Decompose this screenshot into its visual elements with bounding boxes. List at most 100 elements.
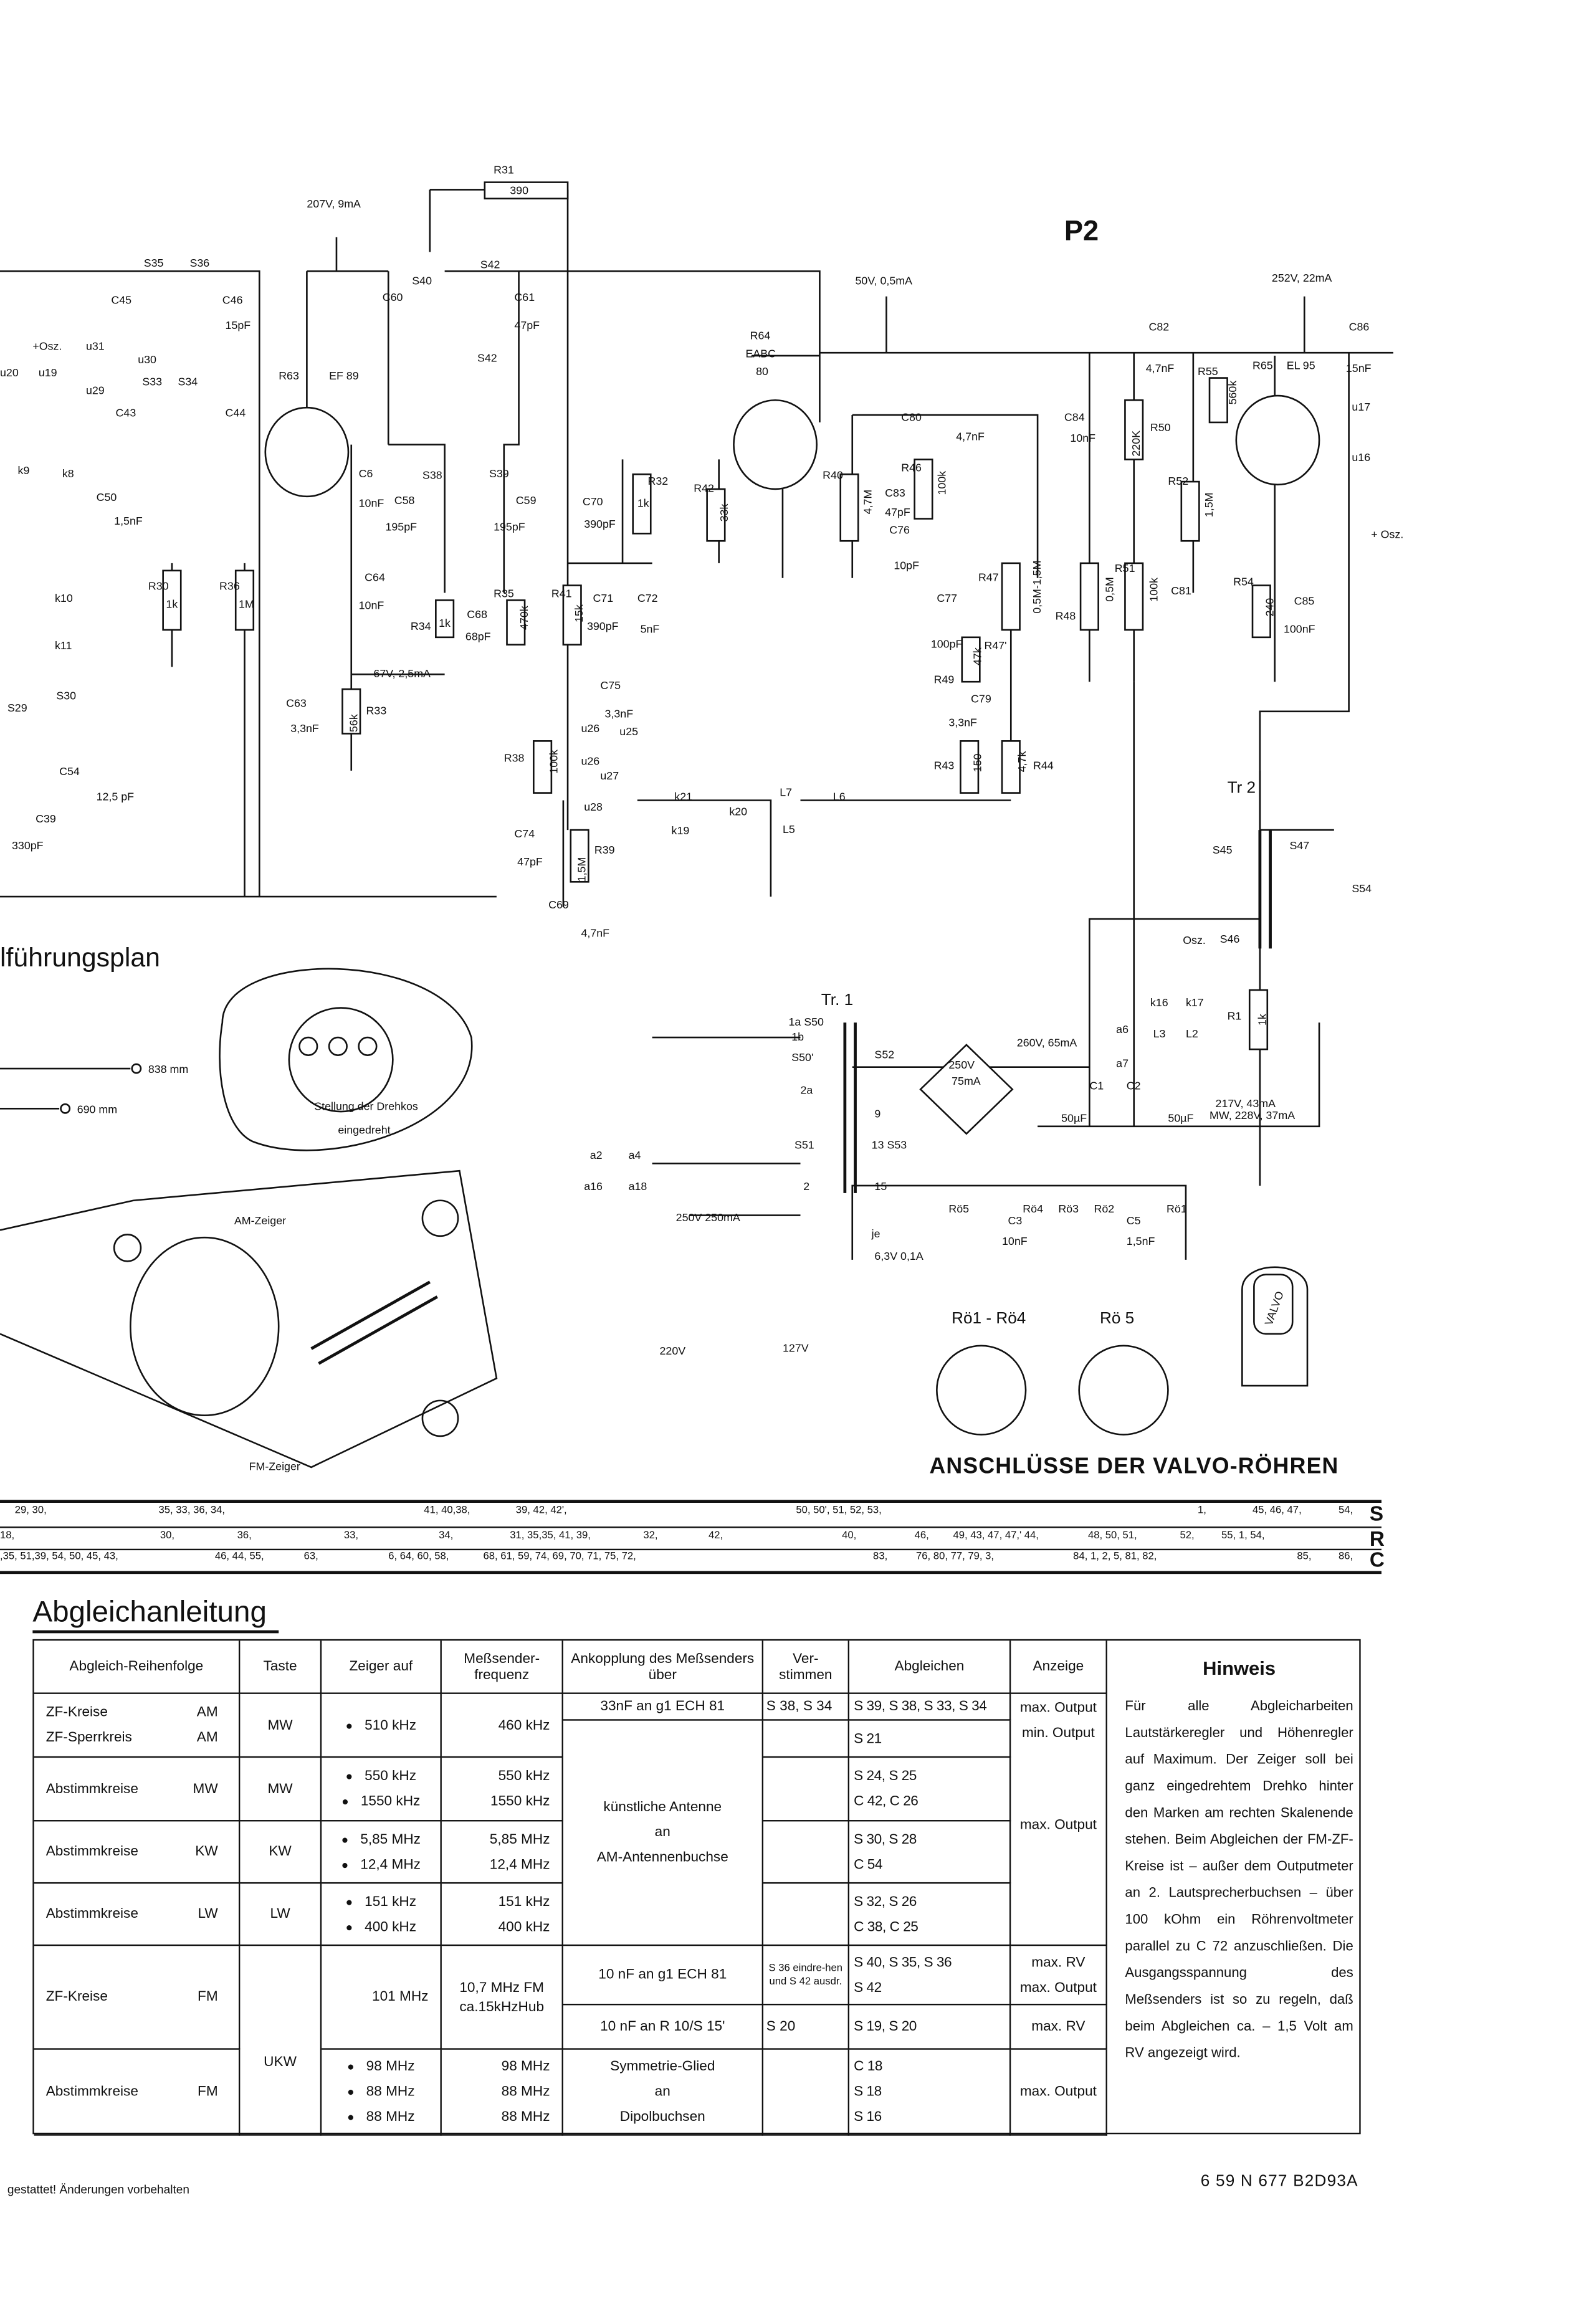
svg-text:2: 2 [803,1180,809,1193]
components [0,181,1320,1469]
cell-taste: MW [240,1758,322,1822]
svg-text:250V: 250V [948,1059,975,1071]
svg-text:Osz.: Osz. [1183,934,1206,946]
svg-text:C71: C71 [593,592,613,604]
svg-text:50µF: 50µF [1061,1112,1087,1125]
svg-text:C44: C44 [226,406,246,419]
svg-text:C68: C68 [467,608,487,621]
svg-text:u17: u17 [1352,401,1370,413]
svg-text:u29: u29 [86,384,105,397]
svg-text:4,7M: 4,7M [862,490,874,515]
svg-text:C6: C6 [359,467,373,480]
svg-text:C82: C82 [1148,320,1169,333]
svg-text:L5: L5 [783,823,795,836]
svg-text:a6: a6 [1116,1023,1129,1036]
svg-text:a2: a2 [590,1149,603,1161]
svg-text:R31: R31 [494,163,514,176]
svg-text:k9: k9 [18,464,30,477]
svg-text:1k: 1k [166,598,178,610]
cell-verstimmen: S 36 eindre-hen und S 42 ausdr. [763,1946,849,2006]
svg-text:1k: 1k [1256,1014,1268,1026]
svg-text:C59: C59 [516,494,537,507]
svg-text:4,7nF: 4,7nF [956,430,985,442]
svg-text:47k: 47k [971,647,984,665]
cell-verstimmen [763,1758,849,1822]
svg-text:C72: C72 [637,592,658,604]
svg-text:S50': S50' [791,1051,813,1064]
svg-text:S47: S47 [1289,839,1309,852]
svg-text:10pF: 10pF [894,559,919,571]
svg-text:R40: R40 [823,469,843,481]
svg-text:R63: R63 [279,369,299,382]
svg-text:47pF: 47pF [885,506,910,518]
col-header: Abgleichen [849,1641,1011,1694]
circuit-diagram: R31 390 207V, 9mA P2 50V, 0,5mA 252V, 22… [0,163,1403,1478]
svg-text:560k: 560k [1226,381,1239,405]
svg-text:690 mm: 690 mm [77,1103,117,1115]
svg-text:220V: 220V [660,1345,686,1357]
svg-text:R33: R33 [366,705,387,717]
cell-verstimmen [763,1883,849,1946]
svg-text:k21: k21 [674,790,692,802]
footer-note: gestattet! Änderungen vorbehalten [7,2183,189,2197]
col-header: Taste [240,1641,322,1694]
svg-text:S52: S52 [874,1048,894,1060]
svg-text:S54: S54 [1352,882,1372,895]
svg-text:L6: L6 [833,790,846,802]
svg-text:100pF: 100pF [931,637,963,650]
svg-text:10nF: 10nF [1002,1235,1028,1247]
svg-text:EL 95: EL 95 [1287,359,1315,371]
cell-verstimmen [763,1720,849,1758]
svg-text:R64: R64 [750,330,771,342]
cell-abgleichen: S 21 [849,1720,1011,1758]
svg-text:a7: a7 [1116,1057,1129,1070]
svg-text:Tr 2: Tr 2 [1228,778,1256,797]
svg-text:838 mm: 838 mm [148,1063,188,1075]
svg-text:1k: 1k [439,617,451,629]
svg-text:C1: C1 [1089,1079,1104,1092]
cell-anzeige: max. RV [1011,2005,1107,2050]
reference-row-s: 29, 30, 35, 33, 36, 34, 41, 40,38, 39, 4… [14,1501,1384,1525]
svg-text:15nF: 15nF [1346,362,1372,374]
svg-text:a16: a16 [584,1180,603,1193]
svg-text:127V: 127V [783,1341,809,1354]
col-header: Meßsender-frequenz [441,1641,563,1694]
svg-text:220K: 220K [1130,431,1142,457]
svg-text:L7: L7 [780,786,792,798]
svg-text:R30: R30 [148,580,169,593]
svg-text:S36: S36 [189,257,209,269]
cell-anzeige: max. Output [1011,2049,1107,2136]
svg-text:217V, 43mA: 217V, 43mA [1216,1097,1276,1110]
cell-taste: LW [240,1883,322,1946]
svg-text:1,5M: 1,5M [1203,493,1215,518]
svg-text:390pF: 390pF [587,620,619,632]
svg-text:Rö 5: Rö 5 [1100,1308,1134,1327]
svg-text:R38: R38 [504,752,525,764]
svg-text:C64: C64 [365,571,385,583]
document-code: 6 59 N 677 B2D93A [1200,2173,1358,2191]
svg-text:C50: C50 [97,491,117,503]
svg-text:15pF: 15pF [226,319,251,331]
component-labels: R31 390 207V, 9mA P2 50V, 0,5mA 252V, 22… [0,163,1403,1478]
svg-text:1,5nF: 1,5nF [1127,1235,1155,1247]
svg-text:1b: 1b [791,1031,804,1043]
svg-text:u31: u31 [86,340,105,352]
svg-text:+Osz.: +Osz. [32,340,62,352]
svg-text:L2: L2 [1186,1027,1198,1040]
svg-text:R35: R35 [494,588,514,600]
cell-abgleichen: S 39, S 38, S 33, S 34 [849,1693,1011,1721]
svg-text:Rö5: Rö5 [948,1202,969,1215]
reference-row-r: 18, 30, 36, 33, 34, 31, 35,35, 41, 39, 3… [0,1526,1385,1551]
svg-text:u16: u16 [1352,451,1370,464]
svg-text:150: 150 [971,753,984,772]
svg-text:100nF: 100nF [1284,623,1315,636]
svg-text:R65: R65 [1253,359,1273,371]
